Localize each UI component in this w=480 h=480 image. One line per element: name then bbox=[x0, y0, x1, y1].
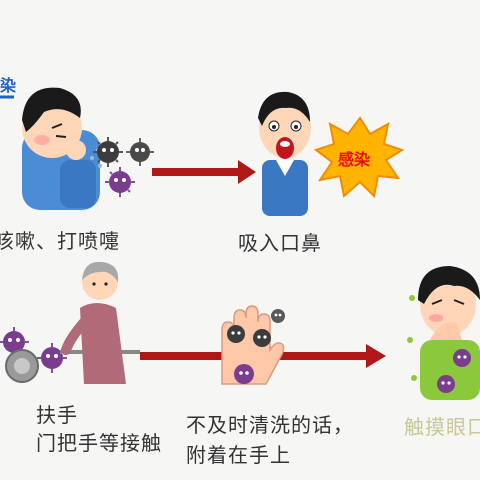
caption-contact-line2: 门把手等接触 bbox=[36, 431, 162, 455]
face-touching-boy-icon bbox=[407, 266, 480, 400]
germy-hand-icon bbox=[221, 305, 285, 385]
elderly-woman-icon bbox=[61, 261, 126, 384]
arrow-icon bbox=[152, 160, 256, 184]
burst-label: 感染 bbox=[338, 150, 371, 169]
virus-icon bbox=[0, 327, 67, 373]
caption-hand-line2: 附着在手上 bbox=[186, 443, 291, 467]
virus-icon bbox=[93, 137, 154, 197]
coughing-boy-icon bbox=[22, 87, 102, 210]
caption-inhale: 吸入口鼻 bbox=[238, 231, 322, 255]
surprised-man-icon bbox=[258, 91, 311, 216]
caption-touch-face: 触摸眼口 bbox=[404, 415, 480, 439]
caption-hand-line1: 不及时清洗的话， bbox=[186, 413, 354, 437]
section-title-fragment: 染 bbox=[0, 76, 18, 95]
infection-burst-icon bbox=[313, 116, 405, 199]
caption-cough-sneeze: 咳嗽、打喷嚏 bbox=[0, 229, 120, 253]
caption-contact-line1: 扶手 bbox=[36, 403, 78, 427]
